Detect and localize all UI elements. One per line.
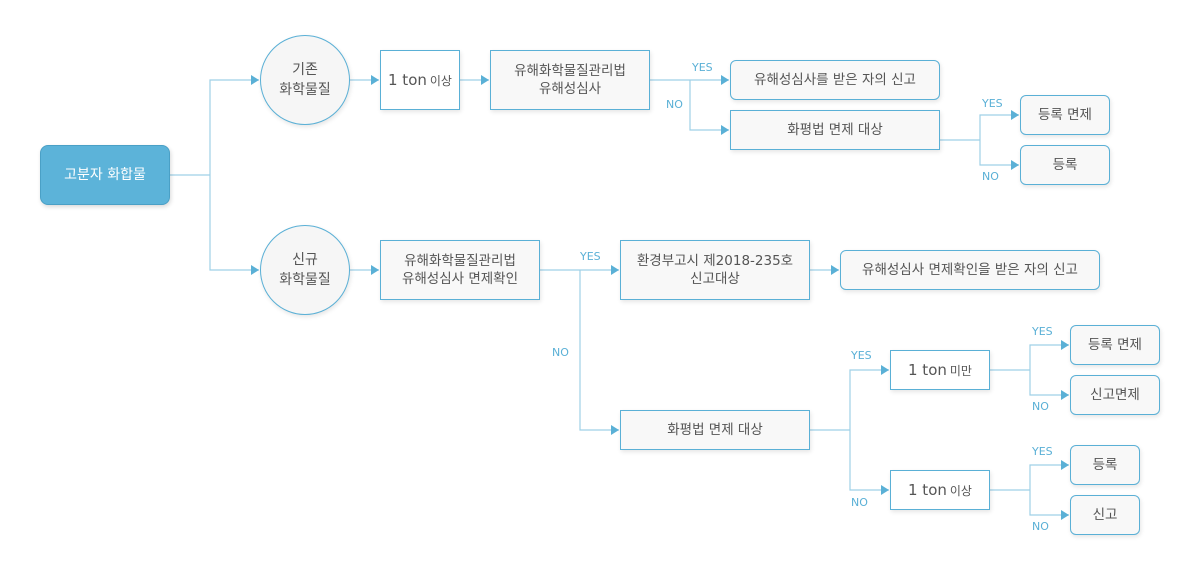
connector-new-exempt-no	[849, 430, 889, 495]
new-law-line2: 유해성심사 면제확인	[401, 271, 519, 287]
new-notice-result-label: 유해성심사 면제확인을 받은 자의 신고	[862, 262, 1078, 278]
existing-law-node[interactable]: 유해화학물질관리법 유해성심사	[490, 50, 650, 110]
new-circle-line1: 신규	[292, 252, 318, 268]
existing-sub-yes-node[interactable]: 등록 면제	[1020, 95, 1110, 135]
connector-root-existing	[209, 75, 259, 175]
connector-new-exempt-yes	[849, 365, 889, 430]
new-circle-line2: 화학물질	[279, 272, 331, 288]
existing-sub-no-result: 등록	[1052, 157, 1078, 173]
existing-no-label: NO	[666, 98, 683, 111]
new-under-yes-result: 등록 면제	[1088, 337, 1142, 353]
existing-law-line2: 유해성심사	[538, 81, 602, 97]
root-node[interactable]: 고분자 화합물	[40, 145, 170, 205]
new-under-yes-node[interactable]: 등록 면제	[1070, 325, 1160, 365]
existing-yes-result-label: 유해성심사를 받은 자의 신고	[754, 72, 916, 88]
connector-under-yes	[1029, 340, 1069, 370]
new-over-yes-label: YES	[1032, 445, 1053, 458]
existing-ton-value: 1 ton	[388, 70, 427, 89]
existing-yes-result-node[interactable]: 유해성심사를 받은 자의 신고	[730, 60, 940, 100]
connector-exempt-yes	[979, 110, 1019, 140]
new-over-yes-node[interactable]: 등록	[1070, 445, 1140, 485]
new-under-yes-label: YES	[1032, 325, 1053, 338]
new-over-yes-result: 등록	[1092, 457, 1118, 473]
connector-new-law-no	[579, 270, 619, 435]
existing-no-result-node[interactable]: 화평법 면제 대상	[730, 110, 940, 150]
existing-sub-yes-result: 등록 면제	[1038, 107, 1092, 123]
new-over-no-result: 신고	[1092, 507, 1118, 523]
connector-over-no	[1029, 490, 1069, 520]
new-notice-node[interactable]: 환경부고시 제2018-235호 신고대상	[620, 240, 810, 300]
existing-sub-no-node[interactable]: 등록	[1020, 145, 1110, 185]
new-exempt-label: 화평법 면제 대상	[667, 422, 763, 438]
existing-law-line1: 유해화학물질관리법	[514, 63, 626, 79]
connector-under-no	[1029, 370, 1069, 400]
new-under-value: 1 ton	[908, 360, 947, 379]
connector-law-no	[689, 80, 729, 135]
existing-circle-line1: 기존	[292, 62, 318, 78]
existing-no-result-label: 화평법 면제 대상	[787, 122, 883, 138]
new-over-no-label: NO	[1032, 520, 1049, 533]
connector-exempt-no	[979, 140, 1019, 170]
connector-over-yes	[1029, 460, 1069, 490]
existing-circle-line2: 화학물질	[279, 82, 331, 98]
new-under-no-node[interactable]: 신고면제	[1070, 375, 1160, 415]
existing-yes-label: YES	[692, 61, 713, 74]
existing-sub-yes-label: YES	[982, 97, 1003, 110]
new-under-no-result: 신고면제	[1090, 387, 1140, 403]
new-no-label: NO	[552, 346, 569, 359]
new-chemical-node[interactable]: 신규 화학물질	[260, 225, 350, 315]
existing-ton-unit: 이상	[429, 73, 452, 88]
new-exempt-yes-label: YES	[851, 349, 872, 362]
new-notice-line2: 신고대상	[690, 271, 740, 287]
new-exempt-no-label: NO	[851, 496, 868, 509]
connector-root-new	[209, 175, 259, 275]
new-over-no-node[interactable]: 신고	[1070, 495, 1140, 535]
existing-sub-no-label: NO	[982, 170, 999, 183]
new-under-unit: 미만	[949, 363, 972, 378]
new-over-value: 1 ton	[908, 480, 947, 499]
new-notice-result-node[interactable]: 유해성심사 면제확인을 받은 자의 신고	[840, 250, 1100, 290]
new-over-unit: 이상	[949, 483, 972, 498]
new-law-line1: 유해화학물질관리법	[404, 253, 516, 269]
new-exempt-node[interactable]: 화평법 면제 대상	[620, 410, 810, 450]
new-law-node[interactable]: 유해화학물질관리법 유해성심사 면제확인	[380, 240, 540, 300]
new-yes-label: YES	[580, 250, 601, 263]
new-under-no-label: NO	[1032, 400, 1049, 413]
existing-chemical-node[interactable]: 기존 화학물질	[260, 35, 350, 125]
new-notice-line1: 환경부고시 제2018-235호	[636, 253, 794, 269]
root-label: 고분자 화합물	[64, 167, 146, 183]
